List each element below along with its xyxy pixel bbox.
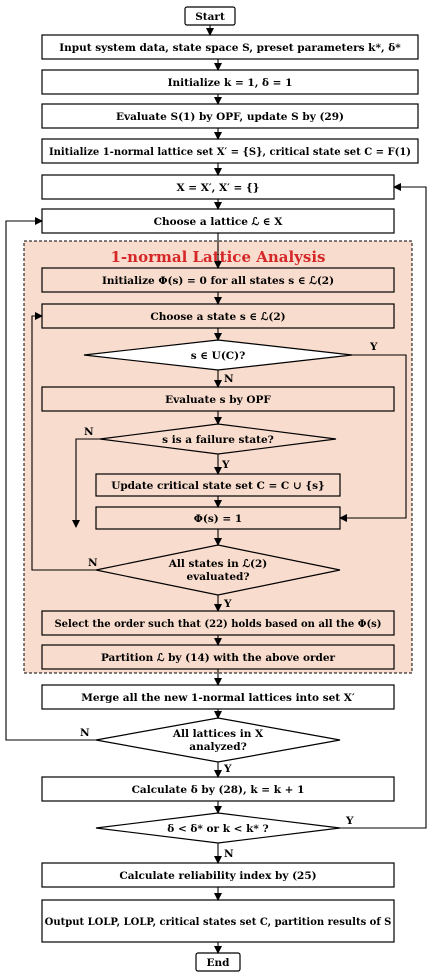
all-states-no-label: N — [88, 557, 98, 569]
calc-reliability-step — [41, 862, 395, 888]
failure-yes-label: Y — [221, 459, 230, 471]
init-k-step — [41, 69, 419, 95]
decision-all-states-label-2: evaluated? — [186, 571, 249, 583]
input-step — [41, 34, 419, 60]
init-sets-step — [41, 138, 419, 164]
merge-step — [41, 684, 395, 710]
all-states-yes-label: Y — [223, 598, 232, 610]
output-step — [41, 899, 395, 943]
decision-all-lattices — [95, 717, 341, 763]
calc-delta-label: Calculate δ by (28), k = k + 1 — [132, 784, 305, 796]
all-lattices-no-label: N — [80, 727, 90, 739]
output-label: Output LOLP, LOLP, critical states set C… — [45, 917, 392, 928]
evaluate-step — [41, 103, 419, 129]
calc-delta-step — [41, 776, 395, 802]
choose-lattice-label: Choose a lattice ℒ ∈ X — [154, 216, 284, 228]
all-lattices-yes-label: Y — [223, 763, 232, 775]
decision-in-uc-label: s ∈ U(C)? — [191, 350, 246, 362]
delta-no-label: N — [224, 848, 234, 860]
init-k-label: Initialize k = 1, δ = 1 — [168, 77, 293, 89]
select-order-label: Select the order such that (22) holds ba… — [54, 619, 381, 630]
assign-label: X = X′, X′ = {} — [176, 182, 259, 194]
arrow-delta-yes-loop — [340, 183, 427, 829]
decision-all-states-label-1: All states in ℒ(2) — [168, 558, 268, 570]
arrow-uc-yes-loop — [339, 354, 407, 522]
phi-one-label: Φ(s) = 1 — [194, 513, 242, 525]
uc-yes-label: Y — [369, 341, 378, 353]
decision-all-lattices-label-1: All lattices in X — [172, 728, 264, 740]
failure-no-label: N — [84, 426, 94, 438]
merge-label: Merge all the new 1-normal lattices into… — [81, 692, 355, 704]
evaluate-label: Evaluate S(1) by OPF, update S by (29) — [116, 111, 344, 123]
end-label: End — [207, 957, 231, 969]
uc-no-label: N — [224, 373, 234, 385]
start-label: Start — [195, 11, 225, 23]
partition-label: Partition ℒ by (14) with the above order — [101, 652, 336, 664]
choose-state-label: Choose a state s ∈ ℒ(2) — [150, 311, 285, 323]
calc-reliability-label: Calculate reliability index by (25) — [119, 870, 316, 882]
arrow-all-lattices-no-loop — [5, 217, 96, 741]
decision-all-lattices-label-2: analyzed? — [189, 741, 246, 753]
evaluate-state-label: Evaluate s by OPF — [165, 394, 271, 406]
arrow-all-states-no-loop — [31, 312, 96, 571]
update-critical-label: Update critical state set C = C ∪ {s} — [111, 480, 325, 492]
evaluate-state-step — [41, 386, 395, 412]
partition-step — [41, 644, 395, 670]
arrow-failure-no-path — [72, 438, 100, 528]
decision-delta-label: δ < δ* or k < k* ? — [167, 823, 268, 835]
decision-failure-label: s is a failure state? — [162, 434, 274, 446]
init-phi-label: Initialize Φ(s) = 0 for all states s ∈ ℒ… — [102, 275, 334, 287]
delta-yes-label: Y — [345, 815, 354, 827]
input-label: Input system data, state space S, preset… — [59, 42, 401, 54]
init-sets-label: Initialize 1-normal lattice set X′ = {S}… — [49, 147, 411, 158]
